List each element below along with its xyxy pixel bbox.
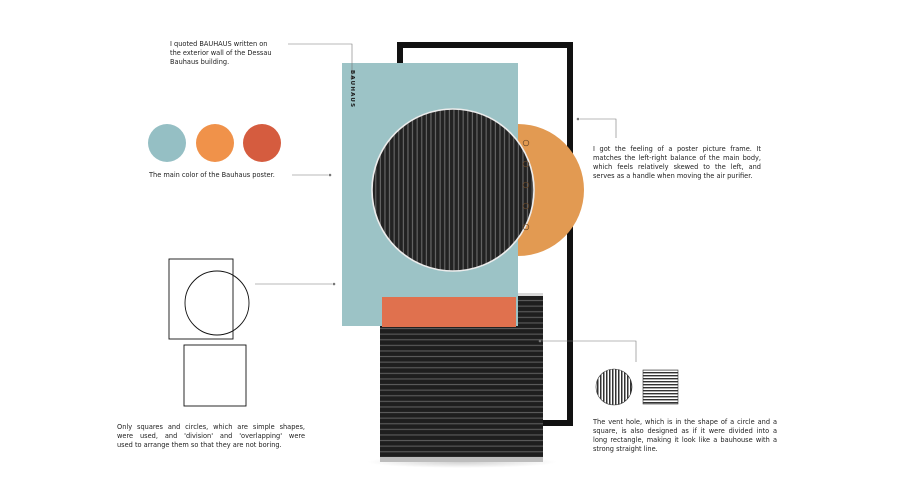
quote-annotation: I quoted BAUHAUS written on the exterior… — [170, 40, 290, 67]
shapes-line-1: Only squares and circles, which are simp… — [117, 423, 305, 431]
vent-line-2: square, is also designed as if it were d… — [593, 427, 777, 435]
red-swatch — [243, 124, 281, 162]
leader-lines — [255, 43, 637, 362]
frame-line-2: matches the left-right balance of the ma… — [593, 154, 761, 162]
circular-vent — [372, 109, 534, 271]
quote-leader — [288, 43, 353, 76]
frame-leader — [580, 118, 617, 138]
body-base — [380, 457, 543, 462]
control-button-5[interactable] — [522, 223, 530, 231]
diagram-square — [183, 344, 247, 407]
frame-line-1: I got the feeling of a poster picture fr… — [593, 145, 761, 153]
control-button-1[interactable] — [522, 139, 530, 147]
vent-diagram-square — [642, 369, 679, 405]
leader-dots — [328, 76, 580, 343]
vent-annotation: The vent hole, which is in the shape of … — [593, 418, 777, 454]
quote-line-3: Bauhaus building. — [170, 58, 230, 66]
shapes-line-2: were used, and 'division' and 'overlappi… — [117, 432, 305, 440]
control-button-2[interactable] — [522, 160, 530, 168]
red-strip — [382, 297, 516, 327]
vent-line-4: strong straight line. — [593, 445, 658, 453]
vent-line-3: long rectangle, making it look like a ba… — [593, 436, 777, 444]
teal-swatch — [148, 124, 186, 162]
orange-half-disc-shape — [518, 124, 584, 256]
vent-diagram-circle — [595, 368, 633, 406]
shapes-diagram — [168, 258, 250, 407]
quote-line-1: I quoted BAUHAUS written on — [170, 40, 268, 48]
quote-line-2: the exterior wall of the Dessau — [170, 49, 272, 57]
circular-vent-rim — [371, 108, 535, 272]
diagram-tall-rectangle — [168, 258, 234, 340]
bauhaus-vertical-logo: BAUHAUS — [349, 70, 355, 109]
control-button-3[interactable] — [522, 181, 530, 189]
frame-annotation: I got the feeling of a poster picture fr… — [593, 145, 761, 181]
shapes-line-3: used to arrange them so that they are no… — [117, 441, 282, 449]
frame-line-3: which feels relatively skewed to the lef… — [593, 163, 761, 171]
diagram-circle — [184, 270, 250, 336]
orange-swatch — [196, 124, 234, 162]
shapes-annotation: Only squares and circles, which are simp… — [117, 423, 305, 450]
control-buttons — [522, 139, 530, 231]
palette-caption: The main color of the Bauhaus poster. — [149, 171, 275, 179]
vent-leader — [542, 340, 637, 362]
vent-line-1: The vent hole, which is in the shape of … — [593, 418, 777, 426]
frame-line-4: serves as a handle when moving the air p… — [593, 172, 753, 180]
control-button-4[interactable] — [522, 202, 530, 210]
